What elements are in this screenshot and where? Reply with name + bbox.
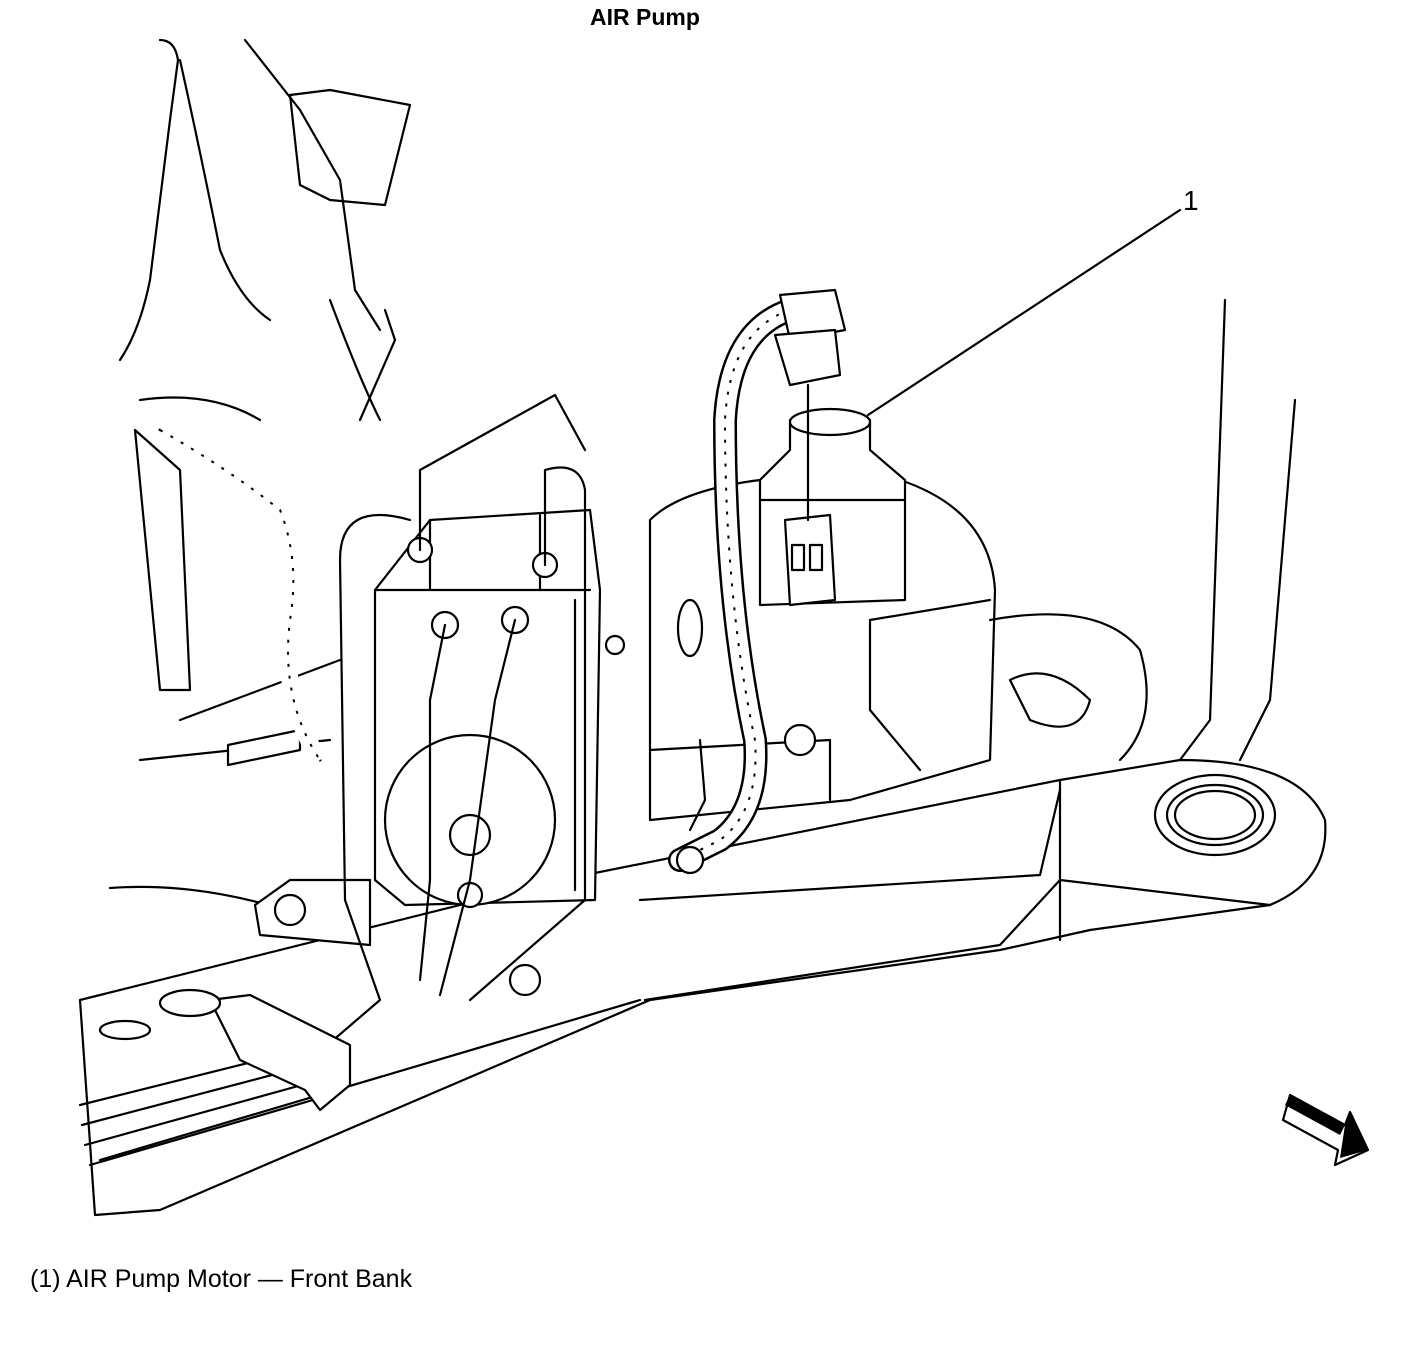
- direction-arrow-icon: [1281, 1093, 1370, 1167]
- callout-legend-1: (1) AIR Pump Motor — Front Bank: [30, 1265, 413, 1293]
- air-pump-motor: [758, 407, 907, 607]
- air-pump-illustration: 1: [78, 38, 1370, 1217]
- engine-block: [108, 38, 412, 932]
- brake-modulator: [253, 508, 626, 997]
- frame-crossmember: [78, 758, 1327, 1217]
- diagram-title: AIR Pump: [590, 4, 700, 30]
- callout-1-leader: [866, 208, 1182, 417]
- callout-1-number: 1: [1183, 185, 1199, 216]
- air-pump-harness: [668, 288, 847, 875]
- brake-lines: [78, 393, 587, 1167]
- wiring-harness-left: [155, 422, 328, 765]
